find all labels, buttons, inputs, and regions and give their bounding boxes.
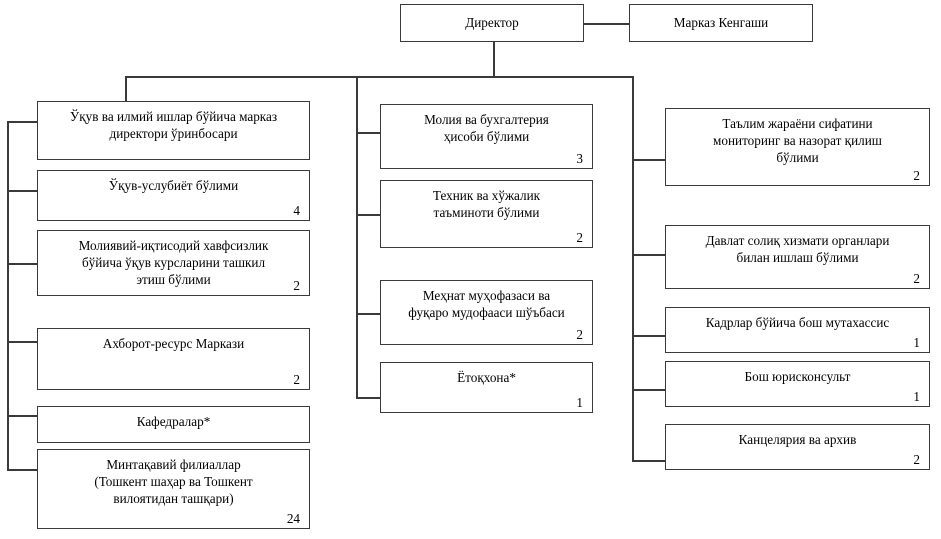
- node-left-2-label: Ўқув-услубиёт бўлими: [108, 178, 239, 193]
- node-right-4-label: Бош юрисконсульт: [744, 369, 851, 384]
- node-left-3[interactable]: Молиявий-иқтисодий хавфсизлик бўйича ўқу…: [37, 230, 310, 296]
- node-middle-2-count: 2: [576, 229, 583, 245]
- node-left-5[interactable]: Кафедралар*: [37, 406, 310, 443]
- node-right-1-label: Таълим жараёни сифатини мониторинг ва на…: [713, 116, 882, 166]
- connector-left-stub-4: [7, 341, 38, 343]
- node-council-label: Марказ Кенгаши: [673, 15, 769, 31]
- connector-right-bus-drop: [632, 76, 634, 136]
- node-right-5-count: 2: [913, 451, 920, 467]
- node-middle-3-label: Меҳнат муҳофазаси ва фуқаро мудофааси шў…: [408, 288, 565, 321]
- node-right-3[interactable]: Кадрлар бўйича бош мутахассис 1: [665, 307, 930, 353]
- node-middle-1-count: 3: [576, 150, 583, 166]
- node-right-1[interactable]: Таълим жараёни сифатини мониторинг ва на…: [665, 108, 930, 186]
- connector-middle-spine: [356, 132, 358, 398]
- node-middle-4[interactable]: Ётоқхона* 1: [380, 362, 593, 413]
- node-council[interactable]: Марказ Кенгаши: [629, 4, 813, 42]
- node-middle-1-label: Молия ва бухгалтерия ҳисоби бўлими: [424, 112, 549, 145]
- node-right-3-label: Кадрлар бўйича бош мутахассис: [705, 315, 890, 330]
- node-right-2-label: Давлат солиқ хизмати органлари билан ишл…: [705, 233, 890, 266]
- connector-left-stub-6: [7, 469, 38, 471]
- connector-right-stub-3: [632, 335, 666, 337]
- node-left-4[interactable]: Ахборот-ресурс Маркази 2: [37, 328, 310, 390]
- node-middle-3[interactable]: Меҳнат муҳофазаси ва фуқаро мудофааси шў…: [380, 280, 593, 345]
- node-left-1[interactable]: Ўқув ва илмий ишлар бўйича марказ директ…: [37, 101, 310, 160]
- connector-director-drop: [493, 42, 495, 77]
- node-left-5-label: Кафедралар*: [136, 414, 211, 429]
- node-right-1-count: 2: [913, 167, 920, 183]
- connector-middle-stub-4: [356, 397, 381, 399]
- node-middle-3-count: 2: [576, 326, 583, 342]
- connector-right-stub-1: [632, 159, 666, 161]
- node-middle-1[interactable]: Молия ва бухгалтерия ҳисоби бўлими 3: [380, 104, 593, 169]
- node-right-2-count: 2: [913, 270, 920, 286]
- node-left-2[interactable]: Ўқув-услубиёт бўлими 4: [37, 170, 310, 221]
- connector-left-stub-1: [7, 121, 38, 123]
- connector-middle-bus-drop: [356, 76, 358, 132]
- connector-middle-stub-3: [356, 313, 381, 315]
- node-left-4-count: 2: [293, 371, 300, 387]
- connector-main-bus: [125, 76, 634, 78]
- node-left-6-count: 24: [286, 510, 300, 526]
- node-right-3-count: 1: [913, 334, 920, 350]
- node-middle-2[interactable]: Техник ва хўжалик таъминоти бўлими 2: [380, 180, 593, 248]
- node-middle-2-label: Техник ва хўжалик таъминоти бўлими: [432, 188, 541, 221]
- connector-left-stub-2: [7, 190, 38, 192]
- node-middle-4-label: Ётоқхона*: [457, 370, 516, 385]
- connector-right-stub-4: [632, 389, 666, 391]
- connector-right-spine: [632, 136, 634, 461]
- connector-middle-stub-1: [356, 132, 381, 134]
- node-right-4-count: 1: [913, 388, 920, 404]
- node-left-6[interactable]: Минтақавий филиаллар (Тошкент шаҳар ва Т…: [37, 449, 310, 529]
- node-middle-4-count: 1: [576, 394, 583, 410]
- node-right-5-label: Канцелярия ва архив: [738, 432, 857, 447]
- node-left-3-label: Молиявий-иқтисодий хавфсизлик бўйича ўқу…: [78, 238, 269, 288]
- connector-right-stub-2: [632, 254, 666, 256]
- node-left-1-label: Ўқув ва илмий ишлар бўйича марказ директ…: [69, 109, 278, 142]
- connector-middle-stub-2: [356, 214, 381, 216]
- node-left-3-count: 2: [293, 277, 300, 293]
- connector-left-bus-drop: [125, 76, 127, 122]
- connector-right-stub-5: [632, 460, 666, 462]
- connector-director-council: [584, 23, 630, 25]
- node-right-4[interactable]: Бош юрисконсульт 1: [665, 361, 930, 407]
- node-right-2[interactable]: Давлат солиқ хизмати органлари билан ишл…: [665, 225, 930, 289]
- node-left-4-label: Ахборот-ресурс Маркази: [102, 336, 245, 351]
- node-left-2-count: 4: [293, 202, 300, 218]
- node-director[interactable]: Директор: [400, 4, 584, 42]
- connector-left-stub-5: [7, 415, 38, 417]
- node-right-5[interactable]: Канцелярия ва архив 2: [665, 424, 930, 470]
- node-left-6-label: Минтақавий филиаллар (Тошкент шаҳар ва Т…: [94, 457, 253, 507]
- connector-left-stub-3: [7, 263, 38, 265]
- node-director-label: Директор: [465, 15, 519, 31]
- connector-left-spine: [7, 121, 9, 470]
